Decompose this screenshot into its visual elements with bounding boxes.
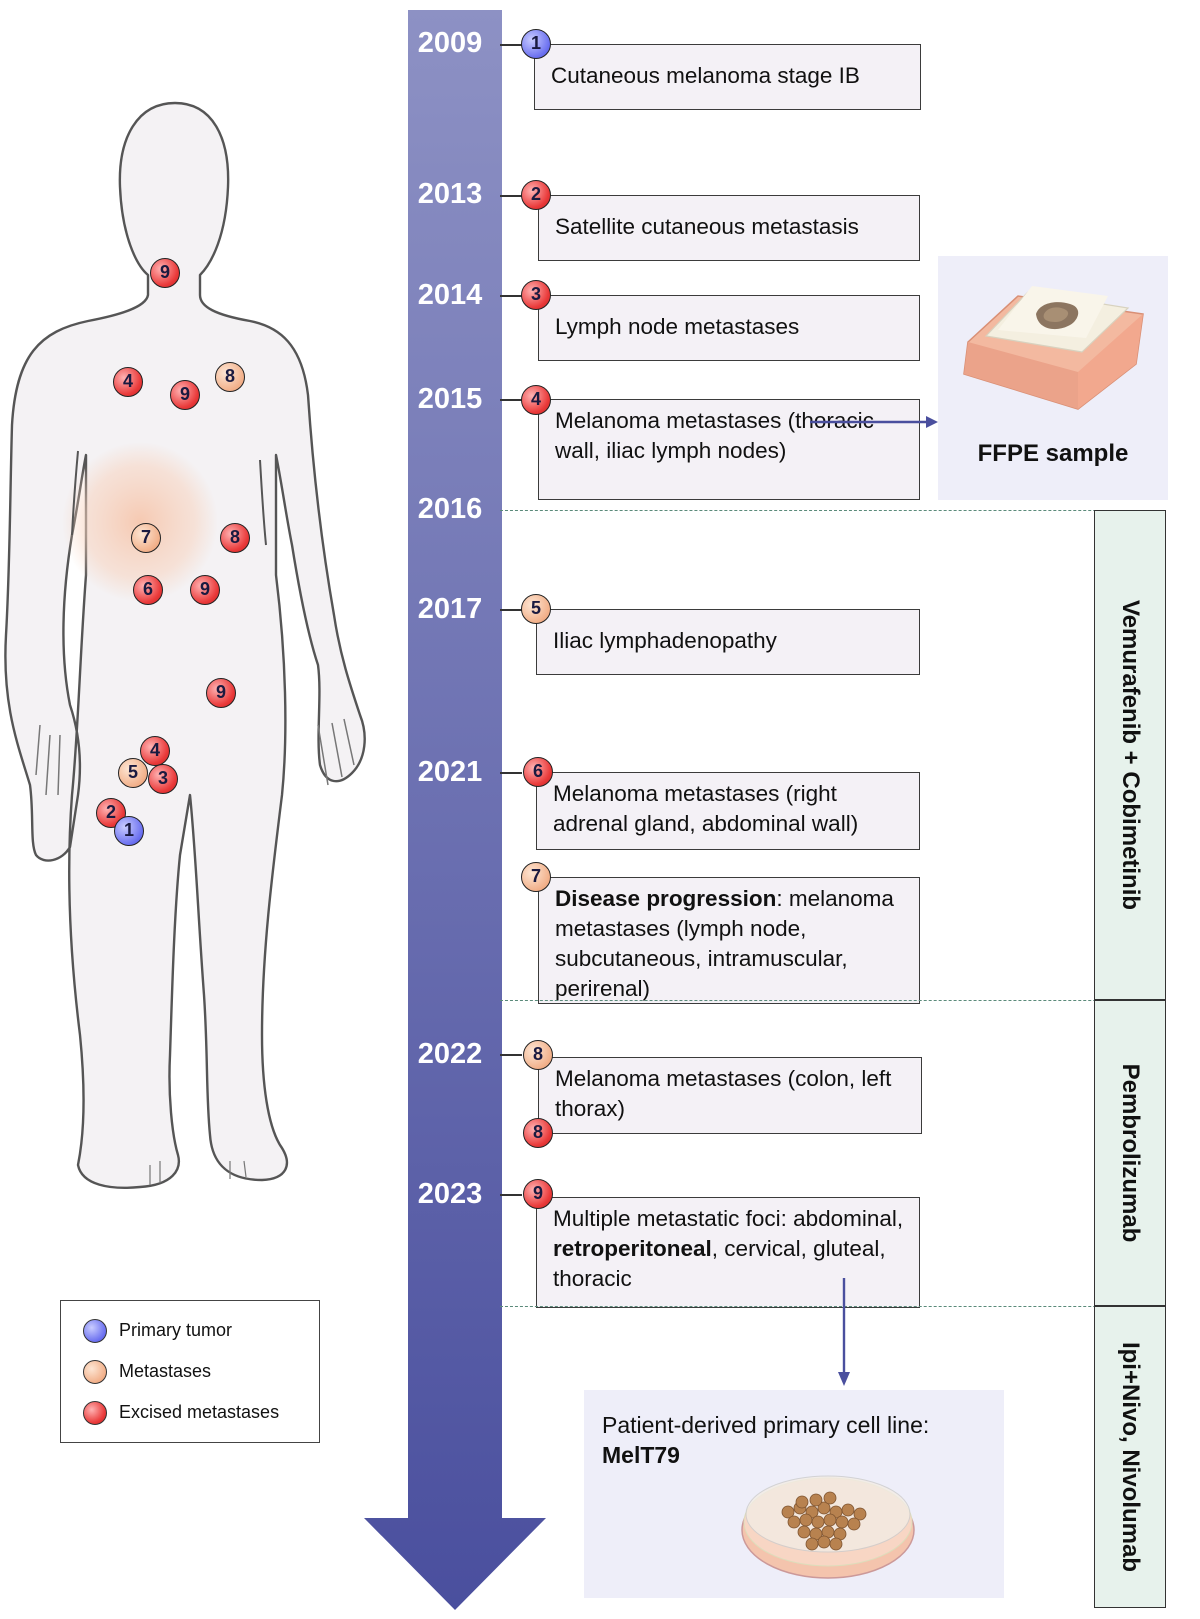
ffpe-label: FFPE sample: [977, 440, 1129, 467]
separator-2023: [500, 1306, 1166, 1307]
year-2009: 2009: [417, 27, 483, 59]
legend-excised-label: Excised metastases: [119, 1402, 280, 1422]
event-9-text-a: Multiple metastatic foci: abdominal,: [553, 1206, 904, 1231]
arrow-to-ffpe: [810, 416, 938, 428]
legend-metastases-label: Metastases: [119, 1361, 212, 1381]
legend-excised-dot: [83, 1401, 107, 1425]
event-box-1: Cutaneous melanoma stage IB: [534, 44, 921, 110]
connector-2023: [500, 1194, 522, 1196]
therapy-vemurafenib-cobimetinib: Vemurafenib + Cobimetinib: [1094, 510, 1166, 1000]
therapy-3-label: Ipi+Nivo, Nivolumab: [1117, 1341, 1144, 1573]
event-2-text: Satellite cutaneous metastasis: [555, 214, 859, 239]
year-2016: 2016: [417, 493, 483, 525]
petri-dish-illustration: [741, 1475, 915, 1579]
connector-2014: [500, 295, 522, 297]
event-6-text: Melanoma metastases (right adrenal gland…: [553, 781, 859, 836]
body-outline: [4, 101, 366, 1189]
event-7-text: : melanoma metastases (lymph node, subcu…: [555, 886, 894, 1001]
event-badge-9: 9: [523, 1179, 553, 1209]
event-3-text: Lymph node metastases: [555, 314, 800, 339]
event-9-bold: retroperitoneal: [553, 1236, 712, 1261]
highlight-area: [62, 442, 218, 602]
therapy-1-label: Vemurafenib + Cobimetinib: [1117, 599, 1144, 911]
year-2014: 2014: [417, 279, 483, 311]
legend-primary-dot: [83, 1319, 107, 1343]
year-2021: 2021: [417, 756, 483, 788]
year-2015: 2015: [417, 383, 483, 415]
event-9-text-b: , cervical, gluteal, thoracic: [553, 1236, 886, 1291]
event-box-2: Satellite cutaneous metastasis: [538, 195, 920, 261]
body-marker-9-chest: 9: [170, 380, 200, 410]
year-2023: 2023: [417, 1178, 483, 1210]
separator-2016: [500, 510, 1166, 511]
legend: Primary tumor Metastases Excised metasta…: [60, 1300, 320, 1443]
connector-2022: [500, 1054, 522, 1056]
event-4-text: Melanoma metastases (thoracic wall, ilia…: [555, 408, 874, 463]
event-badge-8b: 8: [523, 1118, 553, 1148]
body-marker-9-neck: 9: [150, 258, 180, 288]
cell-line-panel: Patient-derived primary cell line: MelT7…: [584, 1390, 1004, 1598]
event-box-4: Melanoma metastases (thoracic wall, ilia…: [538, 399, 920, 500]
event-8-text: Melanoma metastases (colon, left thorax): [555, 1066, 892, 1121]
event-badge-7: 7: [521, 862, 551, 892]
therapy-2-label: Pembrolizumab: [1117, 1063, 1144, 1243]
body-marker-8-chest: 8: [215, 362, 245, 392]
event-7-bold: Disease progression: [555, 886, 777, 911]
cell-line-label: Patient-derived primary cell line:: [602, 1412, 930, 1438]
connector-2017: [500, 609, 522, 611]
body-marker-9-abdomen: 9: [190, 575, 220, 605]
body-marker-7-abdomen: 7: [131, 523, 161, 553]
body-marker-6-abdomen: 6: [133, 575, 163, 605]
connector-2021: [500, 772, 522, 774]
event-5-text: Iliac lymphadenopathy: [553, 628, 777, 653]
event-box-7: Disease progression: melanoma metastases…: [538, 877, 920, 1004]
event-badge-6: 6: [523, 757, 553, 787]
legend-metastases-dot: [83, 1360, 107, 1384]
ffpe-block-illustration: [963, 286, 1144, 410]
body-marker-4-chest: 4: [113, 367, 143, 397]
event-badge-8: 8: [523, 1040, 553, 1070]
cell-line-name: MelT79: [602, 1442, 680, 1468]
event-badge-4: 4: [521, 385, 551, 415]
body-silhouette: [4, 101, 366, 1189]
body-marker-9-hip: 9: [206, 678, 236, 708]
year-2022: 2022: [417, 1038, 483, 1070]
event-1-text: Cutaneous melanoma stage IB: [551, 63, 860, 88]
body-marker-3-groin: 3: [148, 764, 178, 794]
body-marker-4-groin: 4: [140, 736, 170, 766]
body-marker-8-abdomen: 8: [220, 523, 250, 553]
legend-primary-label: Primary tumor: [119, 1320, 233, 1340]
ffpe-panel: FFPE sample: [938, 256, 1168, 500]
event-badge-5: 5: [521, 594, 551, 624]
body-marker-5-groin: 5: [118, 758, 148, 788]
connector-2013: [500, 195, 522, 197]
year-2017: 2017: [417, 593, 483, 625]
event-box-5: Iliac lymphadenopathy: [536, 609, 920, 675]
year-2013: 2013: [417, 178, 483, 210]
event-box-6: Melanoma metastases (right adrenal gland…: [536, 772, 920, 850]
event-box-8: Melanoma metastases (colon, left thorax): [538, 1057, 922, 1134]
connector-2015: [500, 399, 522, 401]
therapy-ipi-nivo: Ipi+Nivo, Nivolumab: [1094, 1306, 1166, 1608]
connector-2009: [500, 44, 522, 46]
event-badge-3: 3: [521, 280, 551, 310]
body-marker-1-thigh: 1: [114, 816, 144, 846]
event-box-3: Lymph node metastases: [538, 295, 920, 361]
arrow-to-cell-line: [838, 1278, 850, 1386]
event-box-9: Multiple metastatic foci: abdominal, ret…: [536, 1197, 920, 1308]
therapy-pembrolizumab: Pembrolizumab: [1094, 1000, 1166, 1306]
event-badge-1: 1: [521, 29, 551, 59]
event-badge-2: 2: [521, 180, 551, 210]
timeline-arrow: [364, 10, 546, 1610]
separator-2021: [500, 1000, 1166, 1001]
